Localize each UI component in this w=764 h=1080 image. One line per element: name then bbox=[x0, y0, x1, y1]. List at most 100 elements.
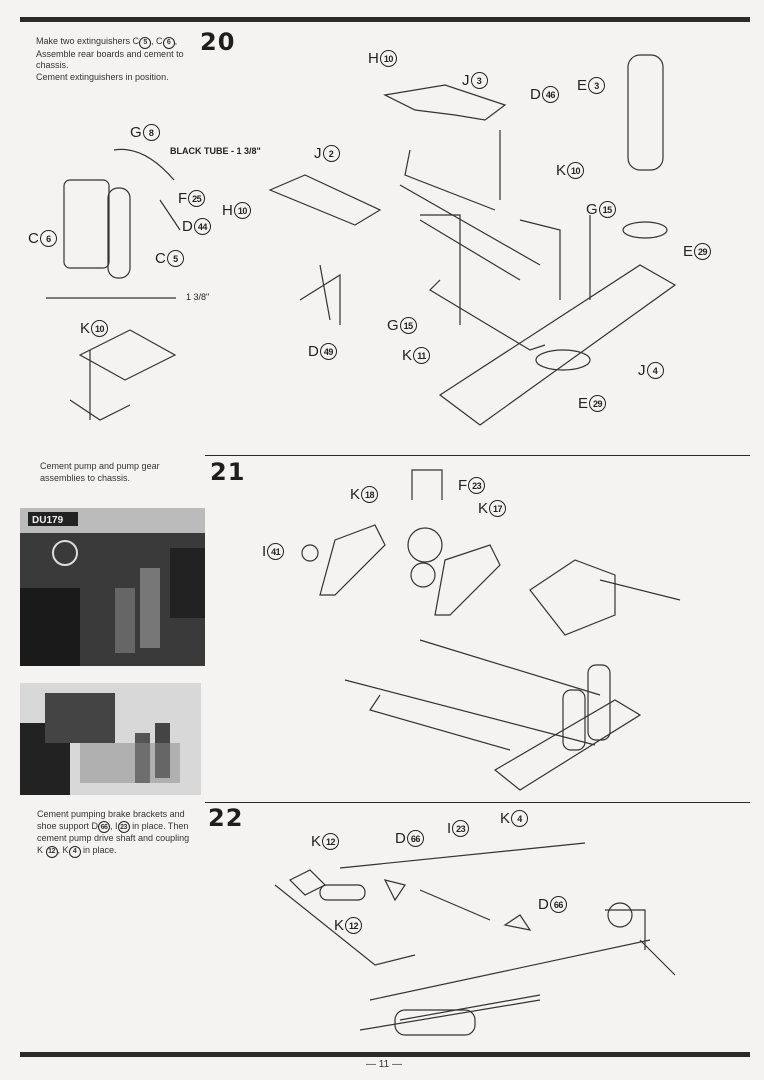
part-number-circled: 25 bbox=[188, 190, 206, 207]
part-letter: C bbox=[155, 250, 166, 267]
step-21-instructions: Cement pump and pump gear assemblies to … bbox=[40, 461, 190, 484]
text: , K bbox=[57, 844, 69, 855]
part-letter: D bbox=[395, 830, 406, 847]
text: , C bbox=[151, 36, 163, 46]
divider-step-21 bbox=[205, 455, 750, 456]
text: in place. bbox=[80, 844, 117, 855]
reference-photo-pump-side bbox=[20, 683, 201, 795]
part-number-circled: 12 bbox=[345, 917, 363, 934]
part-letter: C bbox=[28, 230, 39, 247]
part-number-circled: 3 bbox=[470, 72, 488, 89]
part-letter: H bbox=[368, 50, 379, 67]
part-number-circled: 17 bbox=[489, 500, 507, 517]
part-number-circled: 46 bbox=[541, 86, 559, 103]
part-number-circled: 15 bbox=[399, 317, 417, 334]
part-number-circled: 15 bbox=[598, 201, 616, 218]
part-number-circled: 66 bbox=[549, 896, 567, 913]
part-letter: K bbox=[350, 486, 361, 503]
part-number-circled: 10 bbox=[91, 320, 109, 337]
part-number-circled: 3 bbox=[588, 77, 606, 94]
bottom-rule bbox=[20, 1052, 750, 1057]
photo-plate-text: DU179 bbox=[32, 515, 64, 526]
extinguisher-drawing bbox=[46, 148, 181, 299]
part-number-circled: 23 bbox=[468, 477, 486, 494]
part-letter: D bbox=[530, 86, 541, 103]
part-number-circled: 10 bbox=[567, 162, 585, 179]
part-letter: J bbox=[314, 145, 322, 162]
photo-contents bbox=[20, 693, 180, 795]
part-number-circled: 4 bbox=[646, 362, 664, 379]
part-letter: K bbox=[500, 810, 511, 827]
part-letter: G bbox=[130, 124, 142, 141]
part-letter: D bbox=[308, 343, 319, 360]
text: Cement pump and pump gear assemblies to … bbox=[40, 461, 160, 483]
part-letter: J bbox=[462, 72, 470, 89]
dimension-label: 1 3/8" bbox=[186, 292, 210, 302]
part-number-circled: 66 bbox=[406, 830, 424, 847]
drive-shaft-assembly-22 bbox=[274, 842, 676, 1036]
text: Cement extinguishers in position. bbox=[36, 71, 169, 82]
part-letter: K bbox=[311, 833, 322, 850]
divider-step-22 bbox=[205, 802, 750, 803]
part-number-circled: 29 bbox=[589, 395, 607, 412]
part-number-circled: 8 bbox=[142, 124, 160, 141]
step-20-number: 20 bbox=[200, 28, 236, 56]
part-letter: I bbox=[447, 820, 452, 837]
part-letter: G bbox=[586, 201, 598, 218]
part-number-circled: 10 bbox=[233, 202, 251, 219]
top-rule bbox=[20, 17, 750, 22]
text: , Assemble rear boards and cement to cha… bbox=[36, 36, 184, 71]
part-number-circled: 23 bbox=[452, 820, 470, 837]
step-21-number: 21 bbox=[210, 458, 246, 486]
part-number-circled: 18 bbox=[361, 486, 379, 503]
circled-number: 4 bbox=[68, 845, 81, 858]
part-letter: K bbox=[80, 320, 91, 337]
photo-contents: DU179 bbox=[20, 508, 205, 666]
circled-number: 12 bbox=[45, 845, 58, 858]
rear-board-detail bbox=[69, 329, 177, 421]
text: Make two extinguishers C bbox=[36, 36, 140, 46]
step-22-instructions: Cement pumping brake brackets and shoe s… bbox=[37, 809, 197, 858]
part-number-circled: 2 bbox=[322, 145, 340, 162]
part-letter: E bbox=[577, 77, 588, 94]
part-number-circled: 10 bbox=[379, 50, 397, 67]
part-number-circled: 12 bbox=[322, 833, 340, 850]
part-letter: I bbox=[262, 543, 267, 560]
part-letter: K bbox=[334, 917, 345, 934]
part-number-circled: 6 bbox=[39, 230, 57, 247]
part-number-circled: 41 bbox=[267, 543, 285, 560]
part-letter: E bbox=[683, 243, 694, 260]
part-letter: D bbox=[182, 218, 193, 235]
text: , I bbox=[110, 820, 118, 831]
step-22-number: 22 bbox=[208, 804, 244, 832]
part-letter: F bbox=[178, 190, 188, 207]
black-tube-label: BLACK TUBE - 1 3/8" bbox=[170, 146, 261, 156]
